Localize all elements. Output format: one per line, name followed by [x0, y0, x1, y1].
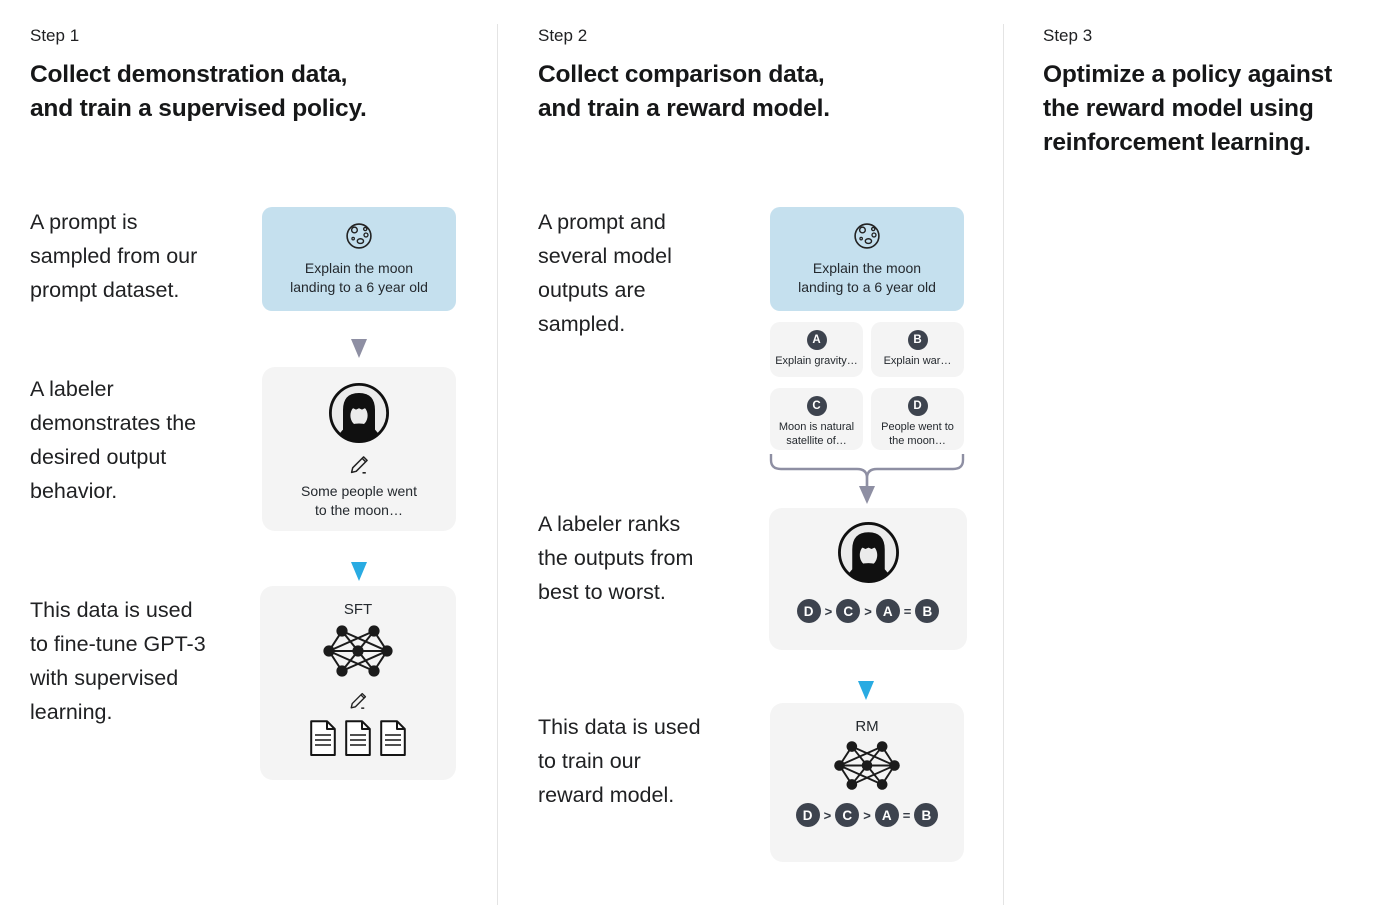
labeler-ranking-card: D > C > A = B [769, 508, 967, 650]
step3-title: Optimize a policy against the reward mod… [1043, 61, 1333, 156]
ranking-row: D > C > A = B [795, 803, 939, 827]
rank-badge: D [796, 599, 821, 623]
column-divider-1 [497, 24, 498, 905]
output-badge-c: C [806, 396, 827, 416]
output-card-c: C Moon is natural satellite of… [770, 388, 863, 450]
step1-caption-labeler: A labeler demonstrates the desired outpu… [30, 377, 197, 503]
labeler-avatar-icon [837, 522, 899, 583]
step3-label: Step 3 [1043, 26, 1093, 45]
rank-operator: = [902, 807, 911, 823]
pencil-icon [350, 456, 368, 474]
output-text-b: Explain war… [883, 355, 952, 367]
output-badge-a: A [806, 330, 827, 350]
output-badge-d: D [907, 396, 928, 416]
documents-icon [310, 720, 406, 756]
down-arrow-gray-icon [351, 339, 367, 358]
rank-badge: D [795, 803, 820, 827]
output-text-a: Explain gravity… [775, 355, 858, 367]
moon-icon [346, 223, 372, 249]
step2-label: Step 2 [538, 26, 588, 45]
step1-caption-finetune: This data is used to fine-tune GPT-3 wit… [30, 598, 206, 724]
rank-badge: C [835, 803, 860, 827]
prompt-card-text: Explain the moon landing to a 6 year old [290, 260, 428, 295]
output-card-d: D People went to the moon… [871, 388, 964, 450]
step2-caption-rank: A labeler ranks the outputs from best to… [538, 512, 694, 604]
step2-caption-prompt: A prompt and several model outputs are s… [538, 210, 672, 336]
step1-label: Step 1 [30, 26, 80, 45]
rank-operator: > [863, 807, 871, 823]
rank-badge: A [874, 803, 899, 827]
prompt-card-text: Explain the moon landing to a 6 year old [798, 260, 936, 295]
sft-label: SFT [343, 601, 373, 618]
prompt-card-step2: Explain the moon landing to a 6 year old [770, 207, 964, 311]
rank-badge: B [914, 803, 939, 827]
rm-model-card: RM D > C > A = B [770, 703, 964, 862]
step1-title: Collect demonstration data, and train a … [30, 61, 367, 122]
step2-title: Collect comparison data, and train a rew… [538, 61, 830, 122]
neural-network-icon [323, 625, 393, 677]
rank-badge: A [875, 599, 900, 623]
down-arrow-blue-icon [351, 562, 367, 581]
rm-label: RM [855, 718, 879, 735]
output-badge-b: B [907, 330, 928, 350]
rank-operator: > [824, 603, 833, 619]
rank-operator: > [823, 807, 832, 823]
labeler-card-step1: Some people went to the moon… [262, 367, 456, 531]
moon-icon [854, 223, 880, 249]
rank-badge: B [915, 599, 940, 623]
labeler-output-text: Some people went to the moon… [301, 483, 417, 518]
pencil-icon [350, 692, 367, 709]
output-text-d: People went to the moon… [881, 421, 954, 447]
output-card-b: B Explain war… [871, 322, 964, 377]
ranking-row: D > C > A = B [796, 599, 940, 623]
prompt-card-step1: Explain the moon landing to a 6 year old [262, 207, 456, 311]
down-arrow-blue-icon [858, 681, 874, 700]
brace-connector-arrow-icon [769, 454, 965, 504]
rank-badge: C [836, 599, 861, 623]
step2-caption-reward: This data is used to train our reward mo… [538, 715, 701, 807]
labeler-avatar-icon [328, 382, 390, 444]
sft-model-card: SFT [260, 586, 456, 780]
neural-network-icon [834, 741, 900, 790]
output-text-c: Moon is natural satellite of… [778, 421, 855, 447]
rank-operator: = [903, 603, 912, 619]
column-divider-2 [1003, 24, 1004, 905]
output-card-a: A Explain gravity… [770, 322, 863, 377]
step1-caption-prompt: A prompt is sampled from our prompt data… [30, 210, 198, 302]
rank-operator: > [864, 603, 872, 619]
